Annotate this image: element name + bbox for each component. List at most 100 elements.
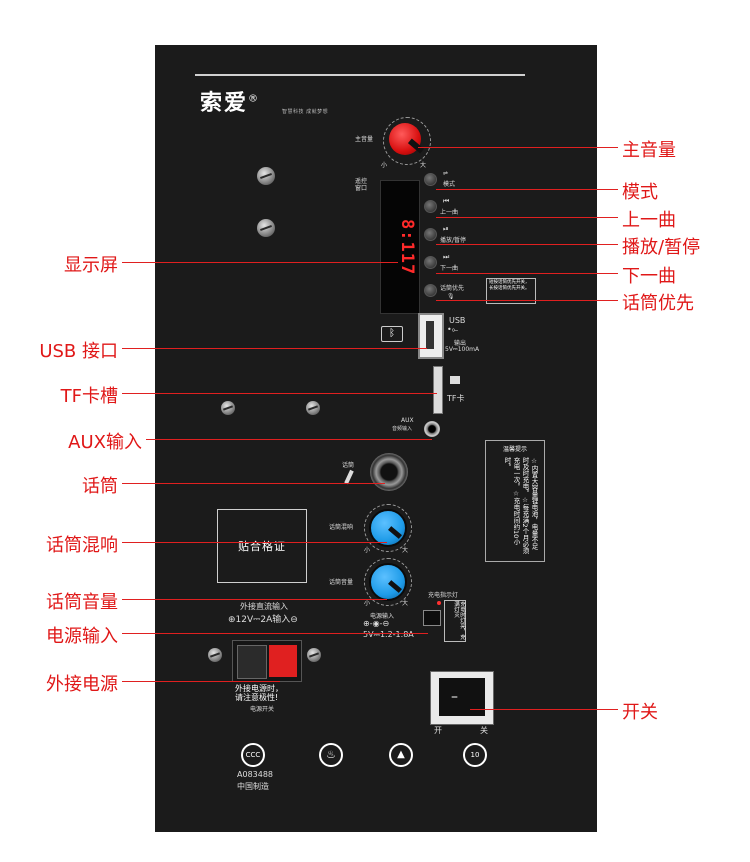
callout-line-mic-echo [122, 542, 387, 543]
mic-echo-scale [364, 504, 412, 552]
master-volume-label: 主音量 [355, 136, 374, 143]
mic-volume-max-label: 大 [402, 600, 409, 607]
next-track-button[interactable] [424, 256, 437, 269]
mic-echo-knob[interactable] [369, 509, 407, 547]
screw-icon [306, 401, 320, 415]
master-volume-min-label: 小 [381, 162, 388, 169]
warm-tip-box: 温馨提示 ☆内置大容量锂电池，电量不足时及时充电。☆每充满2个月必须充电一次。☆… [485, 440, 545, 562]
screw-icon [257, 219, 275, 237]
callout-aux: AUX输入 [68, 432, 142, 453]
warm-tip-title: 温馨提示 [502, 446, 527, 453]
screw-icon [208, 648, 222, 662]
callout-tf: TF卡槽 [60, 386, 118, 407]
mic-volume-min-label: 小 [364, 600, 371, 607]
aux-label: AUX [401, 417, 414, 424]
tf-card-slot[interactable] [433, 366, 443, 414]
usb-output-label: 输出 [454, 340, 467, 347]
mic-priority-button[interactable] [424, 284, 437, 297]
callout-next: 下一曲 [622, 266, 676, 287]
callout-usb: USB 接口 [39, 341, 118, 362]
mic-priority-note: 短按话筒优先开关，长按话筒优先开关。 [486, 278, 536, 304]
callout-line-mic-volume [122, 599, 387, 600]
callout-line-aux [146, 439, 432, 440]
control-panel [155, 45, 597, 832]
play-pause-button-label: 播放/暂停 [440, 237, 467, 244]
switch-on-label: 开 [434, 726, 442, 735]
play-pause-button[interactable] [424, 228, 437, 241]
terminal-positive[interactable] [269, 645, 297, 677]
next-track-icon: ⏭ [443, 253, 450, 261]
master-volume-scale [383, 117, 431, 165]
display-digits: 8:117 [397, 219, 417, 276]
power-switch-small-label: 电源开关 [250, 706, 275, 713]
charge-note: 充电时灯亮，充满灯灭 [444, 600, 466, 642]
ext-dc-spec: ⊕12V⎓2A输入⊖ [228, 615, 298, 625]
mic-echo-min-label: 小 [364, 547, 371, 554]
mic-echo-max-label: 大 [402, 547, 409, 554]
power-input-jack[interactable] [423, 610, 441, 626]
charge-led-indicator [437, 601, 441, 605]
sd-card-icon [450, 376, 460, 384]
usb-label: USB [449, 316, 466, 325]
charge-led-label: 充电指示灯 [428, 592, 459, 599]
screw-icon [257, 167, 275, 185]
aux-jack[interactable] [424, 421, 440, 437]
screw-icon [307, 648, 321, 662]
callout-line-tf [122, 393, 437, 394]
polarity-warning: 外接电源时， 请注意极性! [235, 684, 283, 702]
callout-display: 显示屏 [64, 255, 118, 276]
bluetooth-icon: ᛒ [381, 326, 403, 342]
callout-mic: 话筒 [82, 476, 118, 497]
polarity-symbol-icon: ⊕-◉-⊖ [363, 619, 390, 628]
callout-line-power-input [122, 633, 428, 634]
plus-icon: ⊕ [228, 615, 236, 625]
power-input-label: 电源输入 [370, 613, 395, 620]
mic-echo-label: 话筒混响 [329, 524, 354, 531]
power-rocker-switch[interactable]: – [430, 671, 494, 725]
callout-mic-volume: 话筒音量 [46, 592, 118, 613]
mic-label: 话筒 [342, 462, 355, 469]
warm-tip-text: ☆内置大容量锂电池，电量不足时及时充电。☆每充满2个月必须充电一次。☆充电时间约… [503, 457, 538, 554]
mic-volume-label: 话筒音量 [329, 579, 354, 586]
brand-tagline: 智慧科技 成就梦想 [282, 109, 329, 115]
play-pause-icon: ⏯ [443, 225, 449, 233]
callout-line-switch [470, 709, 618, 710]
usb-port[interactable] [418, 313, 444, 359]
mode-button-label: 模式 [443, 181, 456, 188]
switch-off-label: 关 [480, 726, 488, 735]
external-power-terminal[interactable] [232, 640, 302, 682]
callout-line-ext-power [122, 681, 280, 682]
callout-line-display [122, 262, 398, 263]
callout-line-mode [436, 189, 618, 190]
mic-priority-button-label: 话筒优先 [440, 285, 465, 292]
prev-track-icon: ⏮ [443, 197, 450, 205]
callout-master-volume: 主音量 [622, 140, 676, 161]
terminal-negative[interactable] [237, 645, 267, 679]
cert-code: A083488 [237, 770, 274, 779]
callout-line-master-volume [418, 147, 618, 148]
callout-power-input: 电源输入 [46, 626, 118, 647]
ccc-certification-icon: CCC [241, 743, 265, 767]
tropical-climate-icon: ♨ [319, 743, 343, 767]
callout-ext-power: 外接电源 [46, 674, 118, 695]
callout-line-play-pause [436, 244, 618, 245]
callout-line-mic [122, 483, 385, 484]
prev-track-button[interactable] [424, 200, 437, 213]
callout-line-prev [436, 217, 618, 218]
callout-mode: 模式 [622, 182, 658, 203]
mic-volume-scale [364, 558, 412, 606]
usb-spec-label: 5V⎓100mA [445, 346, 480, 353]
screw-icon [221, 401, 235, 415]
mode-button[interactable] [424, 173, 437, 186]
next-track-button-label: 下一曲 [440, 265, 459, 272]
master-volume-max-label: 大 [420, 162, 427, 169]
prev-track-button-label: 上一曲 [440, 209, 459, 216]
remote-window-label: 遥控 窗口 [355, 178, 368, 192]
tf-card-label: TF卡 [447, 394, 465, 403]
certificate-sticker: 贴合格证 [217, 509, 307, 583]
made-in-china: 中国制造 [237, 782, 269, 791]
mic-volume-knob[interactable] [369, 563, 407, 601]
brand-logo: 索爱® [200, 91, 261, 116]
minus-icon: ⊖ [290, 615, 298, 625]
mic-jack[interactable] [370, 453, 408, 491]
